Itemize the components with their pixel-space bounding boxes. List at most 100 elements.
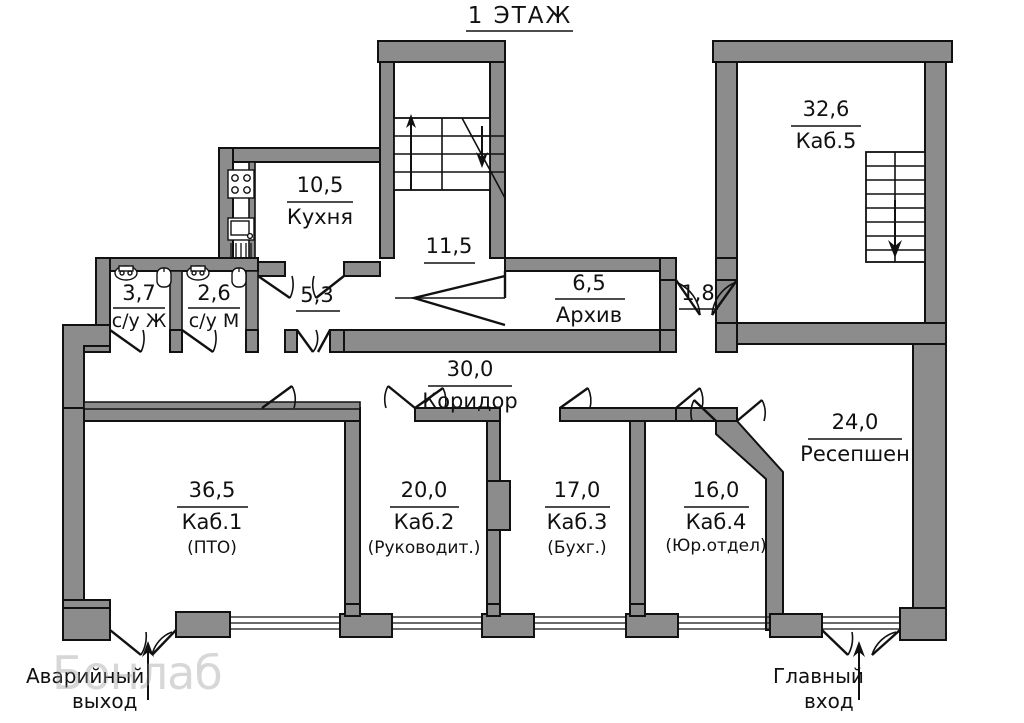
wall-right-exterior-lower <box>912 329 947 641</box>
stair-right-down-arrow <box>888 240 902 258</box>
entrance-markers-group: Аварийный выход Главный вход <box>26 641 865 713</box>
room-name-kab5: Каб.5 <box>796 129 857 153</box>
staircase-secondary <box>865 151 926 263</box>
room-name-kab1: Каб.1 <box>182 510 243 534</box>
main-entrance-marker: Главный вход <box>773 641 865 713</box>
room-label-115: 11,5 <box>424 234 475 264</box>
wall-18-bottom-left-pier <box>659 329 677 353</box>
room-name-kab2: Каб.2 <box>394 510 455 534</box>
wall-bottom-pier-5 <box>625 613 679 638</box>
room-labels-group: 10,5 Кухня 5,3 11,5 3,7 с/у Ж 2,6 с/у М … <box>112 97 910 558</box>
wall-18-bottom-right-pier <box>715 322 738 353</box>
wall-right-mid-horizontal <box>736 322 947 345</box>
staircase-main <box>393 114 506 199</box>
washbasin-icon-women <box>156 267 172 288</box>
toilet-icon-men <box>186 265 210 281</box>
window-2 <box>392 616 482 630</box>
room-area-kab1: 36,5 <box>189 478 236 502</box>
emergency-exit-label-line1: Аварийный <box>26 664 144 688</box>
room-label-resepshen: 24,0 Ресепшен <box>800 410 910 466</box>
wall-bottom-pier-4 <box>481 613 535 638</box>
room-area-kab2: 20,0 <box>401 478 448 502</box>
drainboard-icon <box>230 243 252 258</box>
main-entrance-label-line1: Главный <box>773 664 864 688</box>
room-area-arhiv: 6,5 <box>572 271 605 295</box>
room-name-koridor: Коридор <box>422 389 517 413</box>
wall-kab2-niche <box>486 480 511 531</box>
wall-kab1-top <box>83 407 361 422</box>
window-3 <box>534 616 626 630</box>
emergency-exit-arrow-icon <box>142 641 154 657</box>
room-label-koridor: 30,0 Коридор <box>422 357 517 413</box>
room-area-kab3: 17,0 <box>554 478 601 502</box>
room-label-kab3: 17,0 Каб.3 (Бухг.) <box>545 478 610 558</box>
wall-bottom-pier-2 <box>175 611 231 638</box>
wall-bottom-stub-a <box>344 603 361 617</box>
wall-wc-bottom-mid-pier <box>169 329 183 353</box>
room-name-suzh: с/у Ж <box>112 310 167 332</box>
wall-stairwell-right <box>489 61 506 259</box>
room-name-resepshen: Ресепшен <box>800 442 910 466</box>
stair-up-arrow <box>406 114 416 128</box>
wall-kab4-top <box>675 407 738 422</box>
stair-down-arrow <box>476 152 488 168</box>
wall-bottom-pier-1 <box>62 607 111 641</box>
wall-wc-right <box>245 270 259 331</box>
room-name-arhiv: Архив <box>556 303 622 327</box>
room-label-kab4: 16,0 Каб.4 (Юр.отдел) <box>665 478 766 556</box>
wall-bottom-pier-7 <box>899 607 947 641</box>
room-label-kuhnya: 10,5 Кухня <box>287 173 353 229</box>
wall-kab1-kab2-divider <box>344 420 361 631</box>
wall-18-left-pier <box>659 257 677 281</box>
washbasin-icon-men <box>231 267 247 288</box>
wall-bottom-stub-b <box>486 603 501 617</box>
fixtures-group <box>114 169 255 288</box>
room-label-18: 1,8 <box>679 281 718 310</box>
room-sub-kab4: (Юр.отдел) <box>665 536 766 556</box>
room-label-suzh: 3,7 с/у Ж <box>112 281 167 332</box>
room-area-53: 5,3 <box>300 283 333 307</box>
room-name-kuhnya: Кухня <box>287 205 353 229</box>
toilet-icon-women <box>114 265 138 281</box>
window-5 <box>822 616 900 630</box>
wall-kab5-top <box>712 40 953 63</box>
windows-group <box>230 616 900 630</box>
main-entrance-label-line2: вход <box>804 689 854 713</box>
room-name-sum: с/у М <box>189 310 240 332</box>
window-4 <box>678 616 770 630</box>
plan-title: 1 ЭТАЖ <box>468 3 573 29</box>
wall-wc-left <box>95 257 111 331</box>
room-label-kab2: 20,0 Каб.2 (Руководит.) <box>368 478 481 558</box>
room-area-suzh: 3,7 <box>122 281 155 305</box>
wall-kitchen-top <box>218 147 381 163</box>
wall-stairwell-left <box>379 61 395 259</box>
room-area-sum: 2,6 <box>197 281 230 305</box>
wall-wc-divider <box>169 270 183 331</box>
room-label-kab5: 32,6 Каб.5 <box>791 97 861 153</box>
doors-group <box>109 271 901 656</box>
room-area-kuhnya: 10,5 <box>297 173 344 197</box>
room-area-18: 1,8 <box>681 281 714 305</box>
plan-title-group: 1 ЭТАЖ <box>466 3 573 32</box>
emergency-exit-label-line2: выход <box>72 689 137 713</box>
room-label-53: 5,3 <box>296 283 340 312</box>
wall-left-exterior <box>62 407 85 609</box>
room-name-kab3: Каб.3 <box>547 510 608 534</box>
wall-corridor-lower-thin <box>83 401 361 410</box>
wall-53-left-pier <box>284 329 298 353</box>
walls-group <box>62 40 953 641</box>
wall-wc-bottom-right-pier <box>245 329 259 353</box>
window-1 <box>230 616 340 630</box>
wall-kab5-left <box>715 61 738 331</box>
wall-left-upper-exterior <box>62 324 111 409</box>
wall-bottom-stub-c <box>629 603 646 617</box>
room-sub-kab2: (Руководит.) <box>368 538 481 558</box>
wall-kitchen-bottom-left <box>254 261 286 277</box>
room-label-sum: 2,6 с/у М <box>188 281 240 332</box>
room-sub-kab3: (Бухг.) <box>547 538 606 558</box>
wall-stairwell-top <box>377 40 506 63</box>
room-area-kab5: 32,6 <box>803 97 850 121</box>
room-area-115: 11,5 <box>426 234 473 258</box>
